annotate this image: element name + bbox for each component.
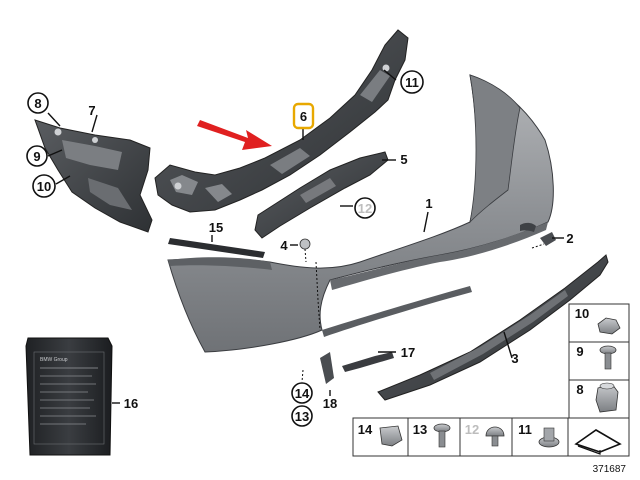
callout-11: 11 xyxy=(400,70,424,94)
svg-text:5: 5 xyxy=(400,152,407,167)
callout-2: 2 xyxy=(566,231,573,246)
svg-text:12: 12 xyxy=(358,201,372,216)
legend-item-9: 9 xyxy=(576,344,617,370)
lower-trim-part-3 xyxy=(377,254,609,401)
legend-item-14: 14 xyxy=(358,422,403,447)
bag-label-line-1: BMW Group xyxy=(40,357,68,363)
callout-7: 7 xyxy=(88,103,95,118)
legend-item-12: 12 xyxy=(465,422,505,447)
svg-text:4: 4 xyxy=(280,238,288,253)
svg-text:8: 8 xyxy=(576,382,583,397)
svg-text:11: 11 xyxy=(518,422,532,437)
callout-10: 10 xyxy=(32,174,56,198)
svg-text:3: 3 xyxy=(511,351,518,366)
callout-17: 17 xyxy=(401,345,415,360)
red-arrow-icon xyxy=(197,120,272,150)
svg-text:2: 2 xyxy=(566,231,573,246)
legend-right: 10 9 8 xyxy=(568,303,630,419)
svg-text:9: 9 xyxy=(33,149,40,164)
callout-13: 13 xyxy=(291,405,313,427)
svg-text:14: 14 xyxy=(295,386,310,401)
svg-text:13: 13 xyxy=(413,422,427,437)
plug-part-2 xyxy=(531,232,556,249)
svg-text:12: 12 xyxy=(465,422,479,437)
bumper-carrier-part-6 xyxy=(154,29,409,213)
callout-4: 4 xyxy=(280,238,288,253)
svg-text:11: 11 xyxy=(405,75,419,90)
callout-5: 5 xyxy=(400,152,407,167)
svg-text:14: 14 xyxy=(358,422,373,437)
legend-item-11: 11 xyxy=(518,422,560,448)
callout-8: 8 xyxy=(27,92,49,114)
svg-text:7: 7 xyxy=(88,103,95,118)
legend-item-8: 8 xyxy=(576,382,619,413)
callout-1: 1 xyxy=(425,196,432,211)
svg-text:17: 17 xyxy=(401,345,415,360)
trim-strip-part-15 xyxy=(168,238,265,258)
svg-text:8: 8 xyxy=(34,96,41,111)
clip-part-4 xyxy=(299,238,311,263)
bumper-guide-part-5 xyxy=(254,151,389,239)
svg-text:9: 9 xyxy=(576,344,583,359)
callout-9: 9 xyxy=(26,145,48,167)
legend-item-10: 10 xyxy=(575,306,621,335)
svg-text:18: 18 xyxy=(323,396,337,411)
leader-lines xyxy=(47,69,564,404)
svg-text:13: 13 xyxy=(295,409,309,424)
svg-text:10: 10 xyxy=(575,306,589,321)
bracket-part-18 xyxy=(320,352,334,384)
legend-shape-icon xyxy=(574,429,622,455)
small-strip-part-17 xyxy=(342,352,394,372)
svg-text:16: 16 xyxy=(124,396,138,411)
rear-bumper-panel xyxy=(167,74,554,353)
svg-text:15: 15 xyxy=(209,220,223,235)
legend-item-13: 13 xyxy=(413,422,451,448)
callout-16: 16 xyxy=(124,396,138,411)
svg-text:10: 10 xyxy=(37,179,51,194)
svg-text:6: 6 xyxy=(300,109,307,124)
diagram-id: 371687 xyxy=(593,464,627,475)
svg-text:1: 1 xyxy=(425,196,432,211)
callout-3: 3 xyxy=(511,351,518,366)
fastener-bag-part-16: BMW Group xyxy=(25,337,113,456)
legend-bottom: 14 13 12 11 xyxy=(352,417,630,457)
side-bracket-part-7 xyxy=(34,119,153,233)
callout-12: 12 xyxy=(354,197,376,219)
callout-14: 14 xyxy=(291,382,313,404)
callout-18: 18 xyxy=(323,396,337,411)
callout-6-highlighted: 6 xyxy=(292,102,315,130)
callout-15: 15 xyxy=(209,220,223,235)
